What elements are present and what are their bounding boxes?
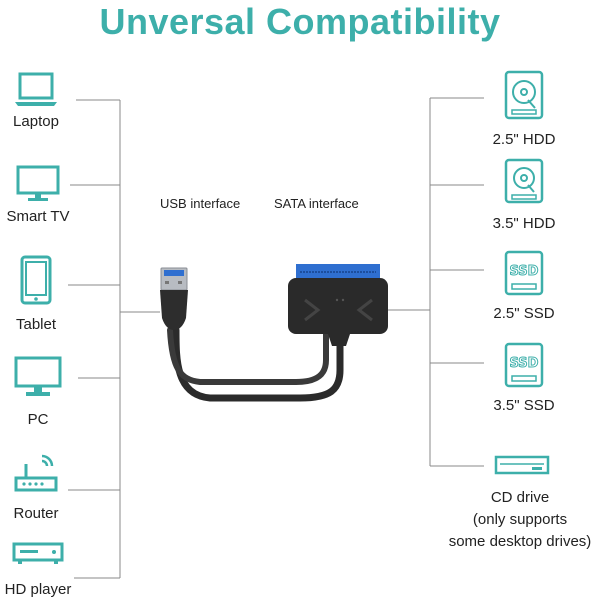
device-laptop: Laptop <box>4 72 68 130</box>
device-label: Smart TV <box>6 208 70 225</box>
device-label: Tablet <box>15 316 57 333</box>
cd-drive-line: some desktop drives) <box>448 533 592 550</box>
usb-plug-body <box>160 290 188 330</box>
device-smart-tv: Smart TV <box>2 165 74 225</box>
device-label: 3.5" SSD <box>493 397 555 414</box>
device-label: PC <box>27 411 49 428</box>
device-label: HD player <box>4 581 72 598</box>
device-label: 3.5" HDD <box>492 215 556 232</box>
cable <box>172 326 344 402</box>
device-label: Laptop <box>13 113 59 130</box>
hdd-icon <box>504 158 544 204</box>
device-label: Router <box>13 505 59 522</box>
device-hd-player: HD player <box>0 540 76 598</box>
cd-drive-line: (only supports <box>472 511 568 528</box>
ssd-icon-text: SSD <box>510 356 539 371</box>
tablet-icon <box>20 255 52 305</box>
ssd-icon: SSD <box>504 250 544 296</box>
hdd-icon <box>504 70 544 120</box>
device-3-5-ssd: SSD 3.5" SSD <box>484 342 564 414</box>
cd-drive-label: CD drive (only supports some desktop dri… <box>440 487 600 553</box>
tv-icon <box>16 165 60 201</box>
hd-player-icon <box>12 542 64 564</box>
laptop-icon <box>15 72 57 106</box>
monitor-icon <box>14 356 62 396</box>
device-router: Router <box>4 452 68 522</box>
device-3-5-hdd: 3.5" HDD <box>484 158 564 232</box>
ssd-icon-text: SSD <box>510 264 539 279</box>
device-tablet: Tablet <box>4 255 68 333</box>
usb-interface-label: USB interface <box>160 196 241 211</box>
cd-drive-icon <box>494 455 550 475</box>
adapter-body <box>288 278 388 334</box>
sata-interface-label: SATA interface <box>274 196 359 211</box>
ssd-icon: SSD <box>504 342 544 388</box>
device-label: 2.5" SSD <box>493 305 555 322</box>
router-icon <box>14 454 58 492</box>
device-label: 2.5" HDD <box>492 131 556 148</box>
cd-drive-line: CD drive <box>490 489 550 506</box>
device-2-5-hdd: 2.5" HDD <box>484 70 564 148</box>
page-title: Unversal Compatibility <box>99 1 501 42</box>
device-2-5-ssd: SSD 2.5" SSD <box>484 250 564 322</box>
device-pc: PC <box>6 356 70 428</box>
